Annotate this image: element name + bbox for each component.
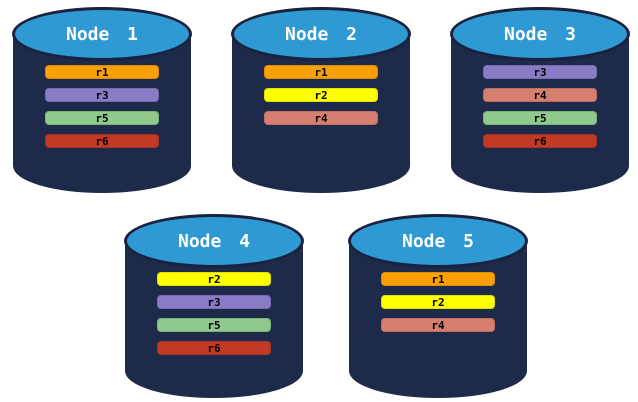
replica-label: r3 — [533, 65, 547, 79]
replica-label: r6 — [533, 134, 547, 148]
node-1-cylinder: Node 1 r1 r3 r5 r6 — [12, 7, 192, 193]
replica-label: r6 — [207, 341, 221, 355]
node-title: Node 5 — [401, 230, 475, 252]
replica-bar: r4 — [264, 111, 378, 125]
replica-label: r4 — [533, 88, 547, 102]
replica-bar: r2 — [157, 272, 271, 286]
replica-bar: r4 — [483, 88, 597, 102]
replica-label: r4 — [431, 318, 445, 332]
database-cylinder-top: Node 1 — [12, 7, 192, 61]
replica-label: r5 — [207, 318, 221, 332]
replica-label: r1 — [95, 65, 109, 79]
database-cylinder-top: Node 4 — [124, 214, 304, 268]
replica-bar: r3 — [45, 88, 159, 102]
replica-label: r5 — [533, 111, 547, 125]
replica-bar: r2 — [264, 88, 378, 102]
replica-bar-list: r1 r2 r4 — [348, 272, 528, 332]
database-cylinder-top: Node 5 — [348, 214, 528, 268]
replica-bar: r5 — [157, 318, 271, 332]
replica-bar-list: r2 r3 r5 r6 — [124, 272, 304, 355]
replica-bar: r1 — [264, 65, 378, 79]
replica-bar: r6 — [483, 134, 597, 148]
replica-bar: r5 — [45, 111, 159, 125]
replica-bar: r2 — [381, 295, 495, 309]
replica-label: r3 — [207, 295, 221, 309]
replica-label: r6 — [95, 134, 109, 148]
replica-bar: r6 — [157, 341, 271, 355]
replica-label: r4 — [314, 111, 328, 125]
replica-label: r3 — [95, 88, 109, 102]
database-cylinder-top: Node 3 — [450, 7, 630, 61]
replica-label: r2 — [314, 88, 328, 102]
replica-bar: r3 — [157, 295, 271, 309]
node-2-cylinder: Node 2 r1 r2 r4 — [231, 7, 411, 193]
node-title: Node 1 — [65, 23, 139, 45]
replica-label: r2 — [207, 272, 221, 286]
replica-label: r5 — [95, 111, 109, 125]
replica-bar: r3 — [483, 65, 597, 79]
replica-label: r1 — [314, 65, 328, 79]
replica-bar-list: r1 r2 r4 — [231, 65, 411, 125]
database-cylinder-top: Node 2 — [231, 7, 411, 61]
replica-bar-list: r1 r3 r5 r6 — [12, 65, 192, 148]
replica-bar: r4 — [381, 318, 495, 332]
node-3-cylinder: Node 3 r3 r4 r5 r6 — [450, 7, 630, 193]
replica-bar: r5 — [483, 111, 597, 125]
replica-bar: r6 — [45, 134, 159, 148]
replica-label: r1 — [431, 272, 445, 286]
replica-bar: r1 — [381, 272, 495, 286]
node-title: Node 2 — [284, 23, 358, 45]
node-title: Node 4 — [177, 230, 251, 252]
replica-bar-list: r3 r4 r5 r6 — [450, 65, 630, 148]
node-title: Node 3 — [503, 23, 577, 45]
node-5-cylinder: Node 5 r1 r2 r4 — [348, 214, 528, 398]
replica-label: r2 — [431, 295, 445, 309]
node-4-cylinder: Node 4 r2 r3 r5 r6 — [124, 214, 304, 398]
replica-bar: r1 — [45, 65, 159, 79]
